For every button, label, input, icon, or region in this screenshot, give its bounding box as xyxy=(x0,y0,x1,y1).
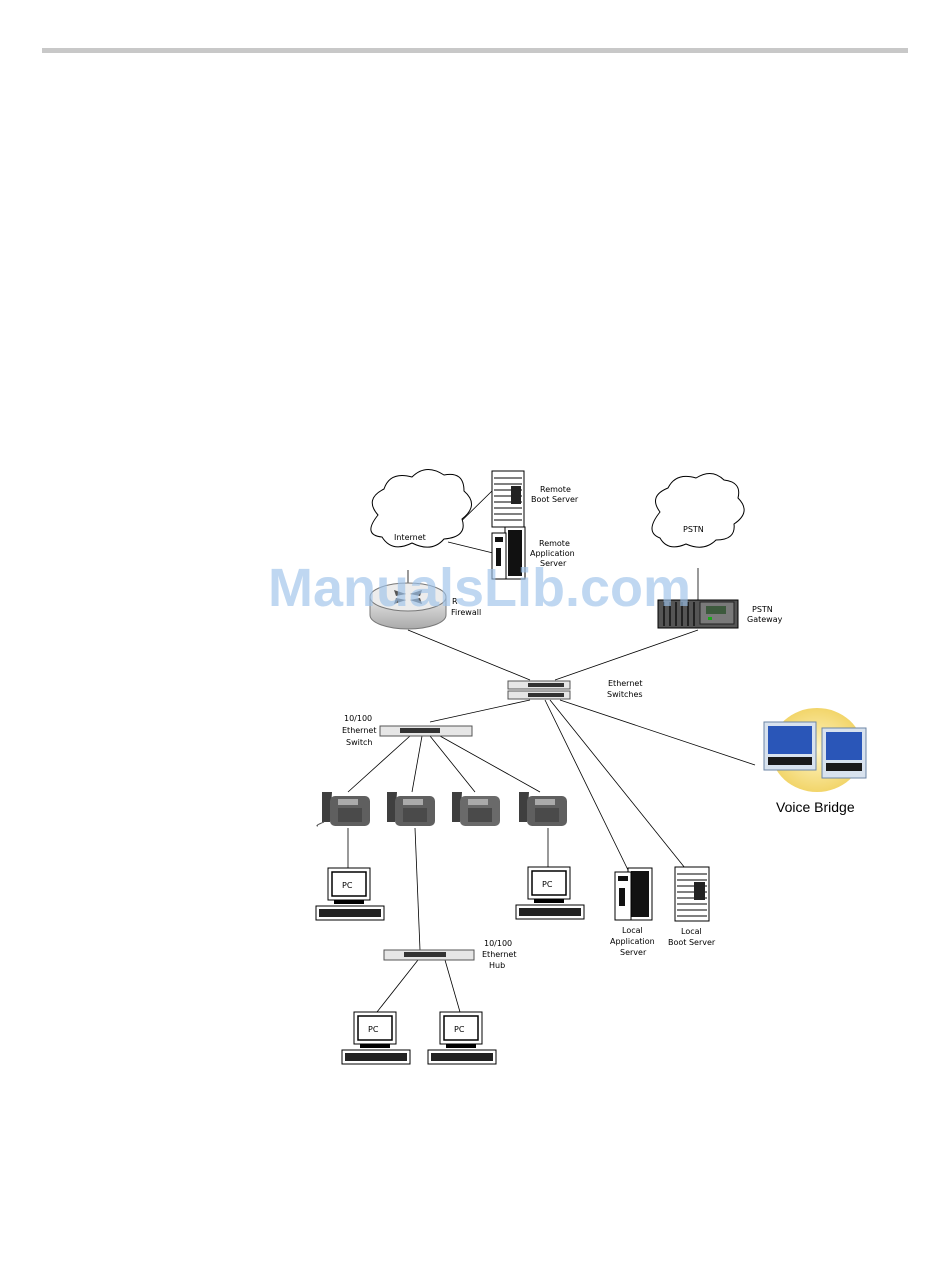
eth-switch-label-1: 10/100 xyxy=(344,714,372,723)
ethernet-switches: Ethernet Switches xyxy=(508,679,643,699)
remote-app-server-label-1: Remote xyxy=(539,539,570,548)
local-app-server-label-3: Server xyxy=(620,948,647,957)
eth-switch-label-3: Switch xyxy=(346,738,372,747)
eth-hub-label-3: Hub xyxy=(489,961,505,970)
ip-phone xyxy=(387,792,435,826)
eth-switch-label-2: Ethernet xyxy=(342,726,376,735)
local-boot-server-label-2: Boot Server xyxy=(668,938,716,947)
eth-hub-label-2: Ethernet xyxy=(482,950,516,959)
local-boot-server: Local Boot Server xyxy=(668,867,716,947)
pc: PC xyxy=(342,1012,410,1064)
pstn-cloud: PSTN xyxy=(652,473,744,547)
local-app-server-label-1: Local xyxy=(622,926,643,935)
pc-label: PC xyxy=(542,880,553,889)
ethernet-hub-10-100: 10/100 Ethernet Hub xyxy=(384,939,516,970)
pstn-gateway-label-2: Gateway xyxy=(747,615,783,624)
pc: PC xyxy=(516,867,584,919)
local-boot-server-label-1: Local xyxy=(681,927,702,936)
ip-phone xyxy=(519,792,567,826)
eth-hub-label-1: 10/100 xyxy=(484,939,512,948)
watermark: ManualsLib.com xyxy=(268,558,691,618)
pc: PC xyxy=(428,1012,496,1064)
remote-boot-server-label-2: Boot Server xyxy=(531,495,579,504)
pstn-gateway-label-1: PSTN xyxy=(752,605,773,614)
pstn-cloud-label: PSTN xyxy=(683,525,704,534)
ip-phone xyxy=(452,792,500,826)
local-app-server-label-2: Application xyxy=(610,937,655,946)
voice-bridge-label: Voice Bridge xyxy=(776,799,855,815)
remote-boot-server: Remote Boot Server xyxy=(492,471,579,527)
internet-cloud: Internet xyxy=(371,469,472,547)
pc-label: PC xyxy=(454,1025,465,1034)
pc: PC xyxy=(316,868,384,920)
ethernet-switch-10-100: 10/100 Ethernet Switch xyxy=(342,714,472,747)
pc-label: PC xyxy=(368,1025,379,1034)
remote-app-server-label-2: Application xyxy=(530,549,575,558)
pc-label: PC xyxy=(342,881,353,890)
ethernet-switches-label-2: Switches xyxy=(607,690,643,699)
remote-boot-server-label-1: Remote xyxy=(540,485,571,494)
ethernet-switches-label-1: Ethernet xyxy=(608,679,642,688)
ip-phone xyxy=(317,792,370,826)
voice-bridge: Voice Bridge xyxy=(764,708,866,815)
local-application-server: Local Application Server xyxy=(610,868,655,957)
internet-label: Internet xyxy=(394,533,426,542)
